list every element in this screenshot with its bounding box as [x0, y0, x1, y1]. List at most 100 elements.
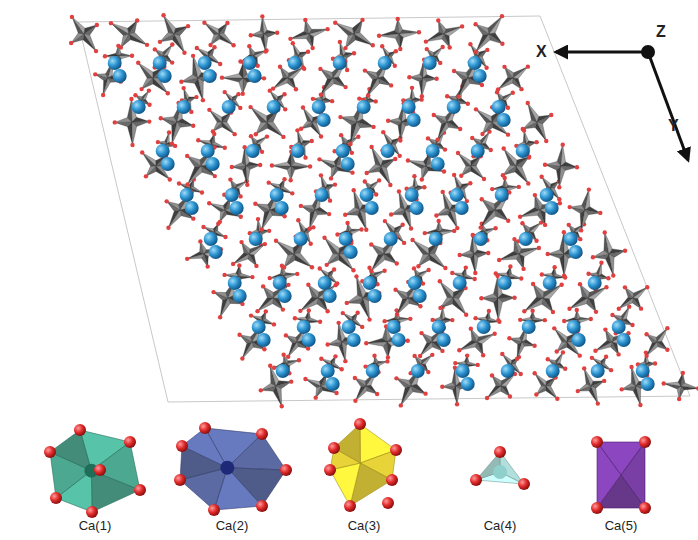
oxygen-atom: [473, 316, 477, 320]
oxygen-atom: [249, 134, 253, 138]
oxygen-atom: [426, 136, 430, 140]
tetrahedron-face: [471, 166, 484, 179]
tetrahedron: [69, 15, 99, 54]
oxygen-atom: [555, 349, 559, 353]
tetrahedron: [113, 97, 152, 147]
tetrahedron-face: [384, 254, 397, 263]
tetrahedron-face: [209, 110, 222, 122]
oxygen-atom: [185, 154, 189, 158]
tetrahedron-face: [434, 115, 447, 124]
oxygen-atom: [418, 354, 422, 358]
oxygen-atom: [410, 238, 414, 242]
oxygen-atom: [603, 230, 607, 234]
oxygen-atom: [156, 140, 160, 144]
oxygen-atom: [307, 308, 311, 312]
tetrahedron-face: [434, 115, 447, 122]
oxygen-atom: [423, 231, 427, 235]
tetrahedron-face: [371, 254, 384, 271]
oxygen-atom: [119, 45, 123, 49]
oxygen-atom: [532, 343, 536, 347]
tetrahedron: [404, 174, 426, 202]
oxygen-atom: [200, 190, 204, 194]
oxygen-atom: [406, 339, 410, 343]
tetrahedron-face: [489, 16, 502, 34]
oxygen-atom: [325, 27, 329, 31]
oxygen-atom: [450, 271, 454, 275]
tetrahedron-face: [512, 357, 520, 364]
tetrahedron-face: [220, 298, 230, 317]
oxygen-atom: [240, 356, 244, 360]
oxygen-atom: [263, 242, 267, 246]
tetrahedron-face: [444, 26, 462, 36]
tetrahedron-face: [256, 122, 267, 134]
tetrahedron-face: [459, 78, 470, 97]
tetrahedron-face: [198, 78, 203, 100]
oxygen-atom: [248, 105, 252, 109]
oxygen-atom: [350, 151, 354, 155]
tetrahedron-face: [489, 34, 502, 44]
tetrahedron-face: [121, 34, 131, 48]
tetrahedron-face: [129, 20, 137, 34]
oxygen-atom: [283, 107, 287, 111]
oxygen-atom: [546, 252, 550, 256]
oxygen-atom: [222, 273, 226, 277]
oxygen-atom: [567, 306, 571, 310]
oxygen-atom: [239, 240, 243, 244]
oxygen-atom: [474, 107, 478, 111]
oxygen-atom: [319, 173, 323, 177]
oxygen-atom: [294, 87, 298, 91]
oxygen-atom: [231, 262, 235, 266]
tetrahedron-face: [233, 253, 249, 264]
oxygen-atom: [311, 225, 315, 229]
oxygen-atom: [534, 239, 538, 243]
tetrahedron-face: [447, 120, 460, 129]
tetrahedron-face: [422, 78, 426, 96]
tetrahedron-face: [585, 190, 590, 210]
oxygen-atom: [543, 223, 547, 227]
oxygen-atom: [158, 40, 162, 44]
oxygen-atom: [453, 361, 457, 365]
tetrahedron-face: [222, 122, 235, 134]
oxygen-atom: [147, 103, 151, 107]
oxygen-atom: [254, 132, 258, 136]
oxygen-atom: [282, 92, 286, 96]
oxygen-atom: [220, 75, 224, 79]
oxygen-atom: [436, 18, 440, 22]
oxygen-atom: [500, 42, 504, 46]
oxygen-atom: [170, 141, 174, 145]
tetrahedron-face: [288, 342, 298, 357]
oxygen-atom: [345, 221, 349, 225]
tetrahedron-face: [127, 99, 132, 122]
oxygen-atom: [377, 178, 381, 182]
oxygen-atom: [147, 119, 151, 123]
tetrahedron-face: [610, 342, 618, 354]
oxygen-atom: [322, 235, 326, 239]
oxygen-atom: [539, 175, 543, 179]
tetrahedron-face: [204, 23, 219, 34]
oxygen-atom: [395, 312, 399, 316]
oxygen-atom: [512, 296, 516, 300]
oxygen-atom: [332, 267, 336, 271]
tetrahedron-face: [357, 119, 374, 127]
oxygen-atom: [356, 135, 360, 139]
oxygen-atom: [260, 14, 264, 18]
oxygen-atom: [665, 326, 669, 330]
tetrahedron-face: [174, 26, 188, 35]
tetrahedron-face: [420, 342, 432, 356]
oxygen-atom: [208, 43, 212, 47]
tetrahedron-face: [586, 298, 596, 312]
oxygen-atom: [515, 357, 519, 361]
oxygen-atom: [557, 197, 561, 201]
oxygen-atom: [140, 150, 144, 154]
oxygen-atom: [591, 255, 595, 259]
oxygen-atom: [295, 272, 299, 276]
tetrahedron-face: [219, 33, 234, 45]
oxygen-atom: [260, 150, 264, 154]
oxygen-atom: [522, 309, 526, 313]
tetrahedron-face: [263, 286, 273, 298]
oxygen-atom: [207, 108, 211, 112]
tetrahedron-face: [498, 298, 502, 320]
oxygen-atom: [256, 217, 260, 221]
tetrahedron-face: [204, 23, 219, 35]
tetrahedron: [248, 105, 285, 139]
